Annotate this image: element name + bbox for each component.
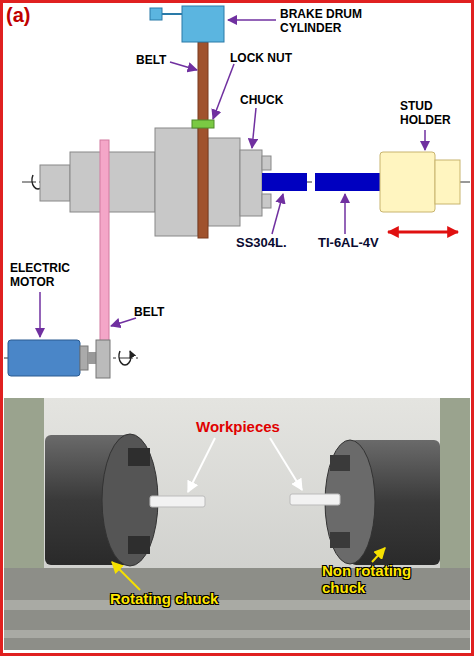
part-label: CHUCK	[240, 94, 300, 108]
motor-shaft	[88, 352, 96, 364]
spindle-flange	[208, 138, 240, 226]
stud-holder	[380, 152, 435, 212]
chuck-jaw	[128, 448, 150, 466]
workpiece	[290, 494, 340, 505]
photo-label: Rotating chuck	[110, 590, 250, 607]
part-label: BRAKE DRUM CYLINDER	[280, 8, 380, 36]
part-label: ELECTRIC MOTOR	[10, 262, 90, 290]
chuck-jaw	[262, 194, 271, 208]
bed-rail	[4, 600, 470, 610]
panel-label: (a)	[6, 4, 56, 27]
shaft-end	[40, 165, 70, 201]
chuck-jaw	[128, 536, 150, 554]
brake-cylinder	[182, 6, 224, 42]
material-label: TI-6AL-4V	[318, 236, 408, 251]
electric-motor	[8, 340, 80, 376]
bed-rail	[4, 630, 470, 638]
ti-rod	[315, 173, 380, 191]
chuck-jaw	[262, 156, 271, 170]
photo-label: Non rotating chuck	[322, 562, 442, 597]
photo-label: Workpieces	[196, 418, 306, 435]
part-label: BELT	[136, 54, 186, 68]
material-label: SS304L.	[236, 236, 316, 251]
part-label: STUD HOLDER	[400, 100, 460, 128]
axial-motion-arrow	[388, 231, 458, 234]
brake-belt	[198, 42, 208, 238]
spindle	[70, 152, 155, 212]
ss-rod	[262, 173, 307, 191]
motor-pulley	[96, 340, 110, 378]
cylinder-pipe	[162, 13, 182, 15]
photo-background	[4, 398, 470, 650]
stud-holder-rear	[435, 160, 460, 204]
chuck-body	[240, 150, 262, 216]
chuck-jaw	[330, 455, 350, 471]
lock-nut	[192, 120, 214, 128]
rotation-arrow	[119, 351, 131, 365]
part-label: LOCK NUT	[230, 52, 310, 66]
tailstock	[440, 398, 470, 568]
cylinder-port	[150, 8, 162, 20]
headstock	[4, 398, 44, 568]
part-label: BELT	[134, 306, 184, 320]
leader-lines	[40, 20, 425, 337]
brake-drum	[155, 128, 198, 236]
lathe-bed	[4, 568, 470, 650]
chuck-jaw	[330, 532, 350, 548]
workpiece	[150, 496, 205, 507]
motor-endcap	[80, 346, 88, 370]
